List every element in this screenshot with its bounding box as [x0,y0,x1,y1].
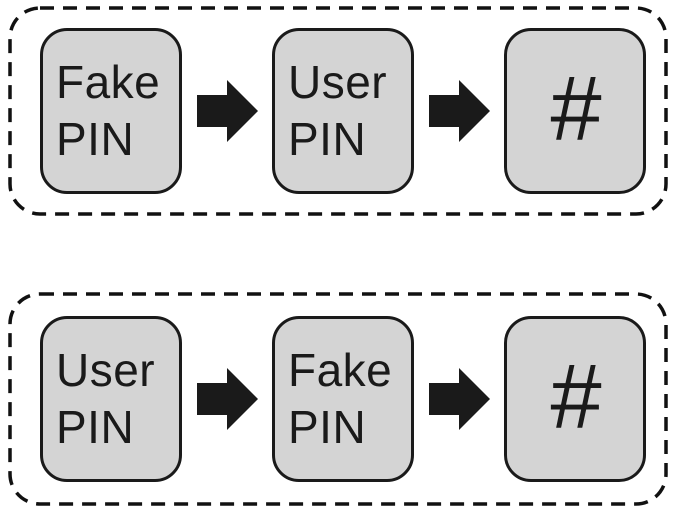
sequence-row: User PIN Fake PIN # [8,292,668,506]
arrow-right-icon [428,368,490,430]
key-hash: # [504,316,646,482]
key-user-pin: User PIN [40,316,182,482]
dashed-border [8,292,668,506]
key-user-pin: User PIN [272,28,414,194]
key-label: # [549,58,601,160]
key-hash: # [504,28,646,194]
arrow-right-icon [196,80,258,142]
arrow-right-icon [428,80,490,142]
sequence-group-2: User PIN Fake PIN # [8,292,668,506]
key-label: Fake PIN [56,55,161,166]
key-label: Fake PIN [288,343,393,454]
dashed-border [8,6,668,216]
key-fake-pin: Fake PIN [272,316,414,482]
key-label: # [549,346,601,448]
sequence-group-1: Fake PIN User PIN # [8,6,668,216]
key-label: User PIN [56,343,156,454]
key-fake-pin: Fake PIN [40,28,182,194]
arrow-right-icon [196,368,258,430]
key-label: User PIN [288,55,388,166]
sequence-row: Fake PIN User PIN # [8,6,668,216]
